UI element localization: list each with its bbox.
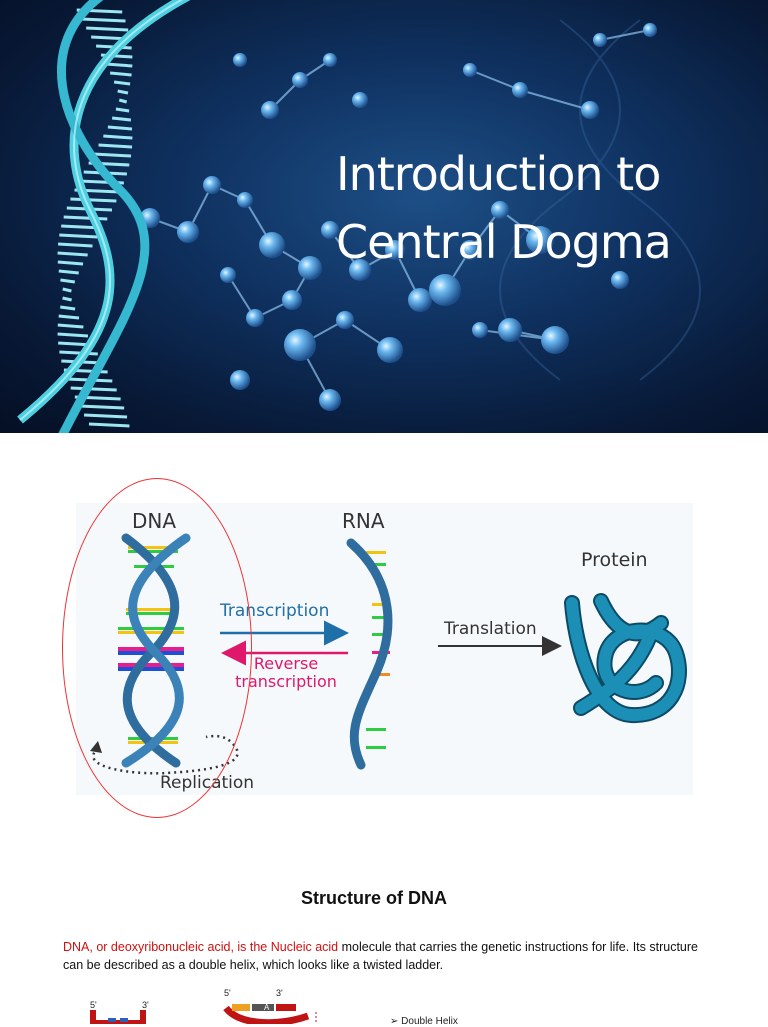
intro-rest: molecule that carries the genetic instru…: [63, 940, 699, 972]
page-title: Introduction to Central Dogma: [336, 140, 756, 276]
translation-label: Translation: [444, 619, 537, 639]
molecule-atom: [292, 72, 308, 88]
molecule-atom: [349, 259, 371, 281]
bullet-double-helix: ➢ Double Helix: [390, 1016, 458, 1027]
molecule-atom: [408, 288, 432, 312]
hero-background-art: [17, 0, 701, 433]
bullet-arrow-icon: ➢: [390, 1016, 402, 1027]
page-title-line2: Central Dogma: [336, 215, 672, 269]
molecule-atom: [460, 240, 480, 260]
dna-twist-thumbnail: 5' 3' A: [220, 986, 330, 1024]
section-title: Structure of DNA: [300, 888, 447, 908]
molecule-atom: [336, 311, 354, 329]
molecule-atom: [593, 33, 607, 47]
thumb2-3prime: 3': [276, 988, 283, 998]
page-title-line1: Introduction to: [336, 147, 661, 201]
molecule-atom: [284, 329, 316, 361]
protein-knot-icon: [564, 593, 687, 724]
molecule-atom: [498, 318, 522, 342]
thumb1-5prime: 5': [90, 1000, 97, 1010]
thumb2-base: A: [264, 1003, 270, 1012]
dna-ladder-thumbnail: 5' 3': [86, 998, 156, 1024]
molecule-atom: [246, 309, 264, 327]
molecule-atom: [526, 226, 554, 254]
molecule-atom: [377, 337, 403, 363]
bullet-text: Double Helix: [401, 1016, 458, 1027]
molecule-atom: [429, 274, 461, 306]
molecule-atom: [491, 201, 509, 219]
hero-banner: Introduction to Central Dogma: [0, 0, 768, 433]
molecule-atom: [385, 240, 405, 260]
thumb1-3prime: 3': [142, 1000, 149, 1010]
protein-label: Protein: [581, 549, 648, 571]
molecule-atom: [319, 389, 341, 411]
molecule-atom: [203, 176, 221, 194]
molecule-atom: [282, 290, 302, 310]
molecule-atom: [512, 82, 528, 98]
molecule-atom: [230, 370, 250, 390]
intro-paragraph: DNA, or deoxyribonucleic acid, is the Nu…: [63, 938, 713, 974]
intro-highlight: DNA, or deoxyribonucleic acid, is the Nu…: [63, 940, 339, 954]
reverse-transcription-label: Reverse transcription: [226, 655, 346, 691]
molecule-atom: [581, 101, 599, 119]
molecule-atom: [298, 256, 322, 280]
molecule-atom: [463, 63, 477, 77]
molecule-atom: [177, 221, 199, 243]
molecule-atom: [321, 221, 339, 239]
reverse-line1: Reverse: [253, 654, 319, 673]
molecule-atom: [541, 326, 569, 354]
rna-label: RNA: [342, 509, 385, 533]
rna-strand: [346, 538, 393, 770]
molecule-atom: [611, 271, 629, 289]
molecule-atom: [261, 101, 279, 119]
dna-highlight-oval: [62, 478, 252, 818]
molecule-atom: [323, 53, 337, 67]
molecule-atom: [237, 192, 253, 208]
molecule-atom: [472, 322, 488, 338]
molecule-atom: [643, 23, 657, 37]
molecule-atom: [233, 53, 247, 67]
reverse-line2: transcription: [235, 672, 337, 691]
molecule-atom: [352, 92, 368, 108]
molecule-atom: [259, 232, 285, 258]
molecule-atom: [220, 267, 236, 283]
thumb2-5prime: 5': [224, 988, 231, 998]
